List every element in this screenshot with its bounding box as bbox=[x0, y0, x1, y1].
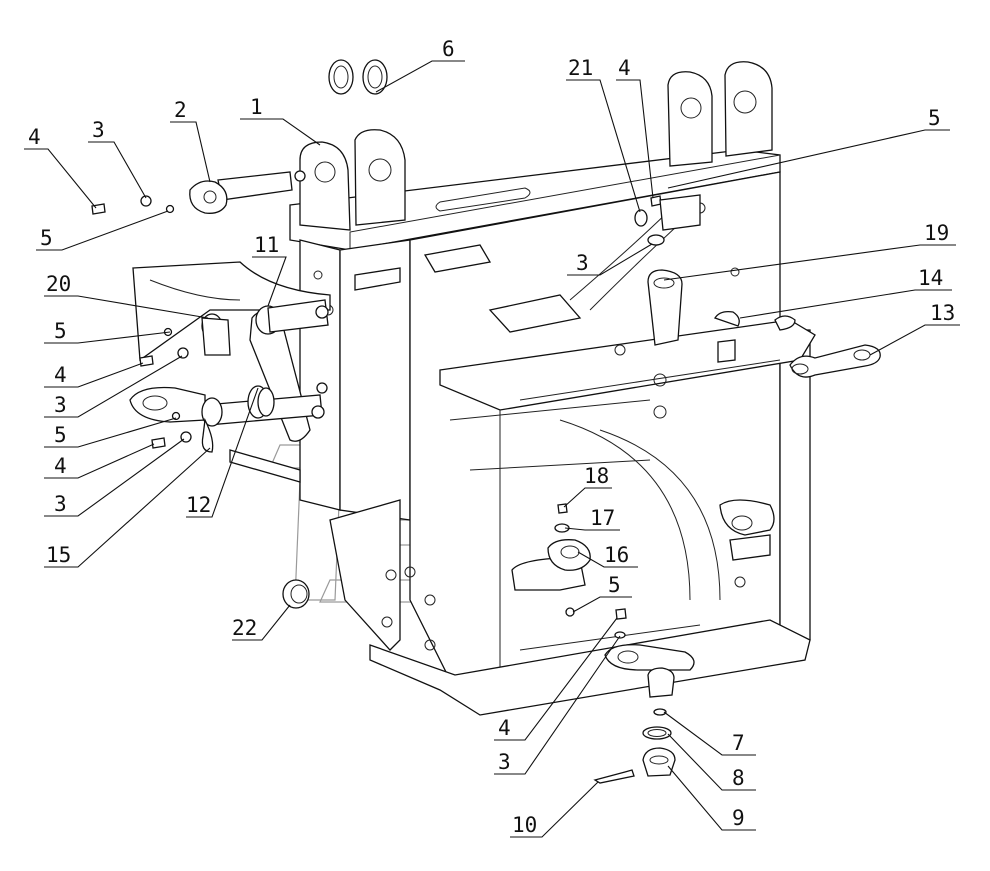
central-link bbox=[511, 503, 591, 617]
callout-3-right: 3 bbox=[576, 251, 589, 275]
callout-2: 2 bbox=[174, 98, 187, 122]
washer-pair bbox=[328, 59, 388, 95]
lower-link bbox=[604, 608, 695, 671]
callout-15: 15 bbox=[46, 543, 71, 567]
upper-pin-assembly bbox=[91, 170, 306, 215]
callout-4-bottom: 4 bbox=[498, 716, 511, 740]
callout-3-left-b: 3 bbox=[54, 492, 67, 516]
callout-3-left-a: 3 bbox=[54, 393, 67, 417]
right-clamp bbox=[719, 499, 775, 561]
callout-6: 6 bbox=[442, 37, 455, 61]
callout-3: 3 bbox=[92, 118, 105, 142]
bottom-pin-stack bbox=[593, 667, 676, 784]
callout-18: 18 bbox=[584, 464, 609, 488]
callout-5: 5 bbox=[40, 226, 53, 250]
callout-1: 1 bbox=[250, 95, 263, 119]
callout-14: 14 bbox=[918, 266, 943, 290]
callout-4-top: 4 bbox=[618, 56, 631, 80]
plug bbox=[282, 579, 310, 609]
callout-12: 12 bbox=[186, 493, 211, 517]
callout-13: 13 bbox=[930, 301, 955, 325]
main-frame bbox=[229, 149, 816, 716]
top-clevis-left bbox=[299, 129, 406, 231]
callout-20: 20 bbox=[46, 272, 71, 296]
callout-9: 9 bbox=[732, 806, 745, 830]
callout-21: 21 bbox=[568, 56, 593, 80]
right-top-parts bbox=[634, 194, 796, 363]
hook-eye bbox=[129, 386, 206, 423]
callout-4-left-a: 4 bbox=[54, 363, 67, 387]
callout-22: 22 bbox=[232, 616, 257, 640]
callout-labels: 1 2 3 4 5 6 21 4 5 19 3 14 13 11 20 5 4 … bbox=[28, 37, 955, 837]
lower-pin-assembly bbox=[151, 382, 328, 453]
callout-5-left-a: 5 bbox=[54, 319, 67, 343]
callout-8: 8 bbox=[732, 766, 745, 790]
leader-lines bbox=[24, 60, 960, 838]
callout-11: 11 bbox=[254, 233, 279, 257]
callout-7: 7 bbox=[732, 731, 745, 755]
callout-5-right: 5 bbox=[928, 106, 941, 130]
callout-17: 17 bbox=[590, 506, 615, 530]
callout-5-center: 5 bbox=[608, 573, 621, 597]
callout-19: 19 bbox=[924, 221, 949, 245]
callout-10: 10 bbox=[512, 813, 537, 837]
callout-4: 4 bbox=[28, 125, 41, 149]
callout-5-left-b: 5 bbox=[54, 423, 67, 447]
callout-16: 16 bbox=[604, 543, 629, 567]
callout-4-left-b: 4 bbox=[54, 454, 67, 478]
callout-3-bottom: 3 bbox=[498, 750, 511, 774]
top-clevis-right bbox=[667, 61, 773, 167]
